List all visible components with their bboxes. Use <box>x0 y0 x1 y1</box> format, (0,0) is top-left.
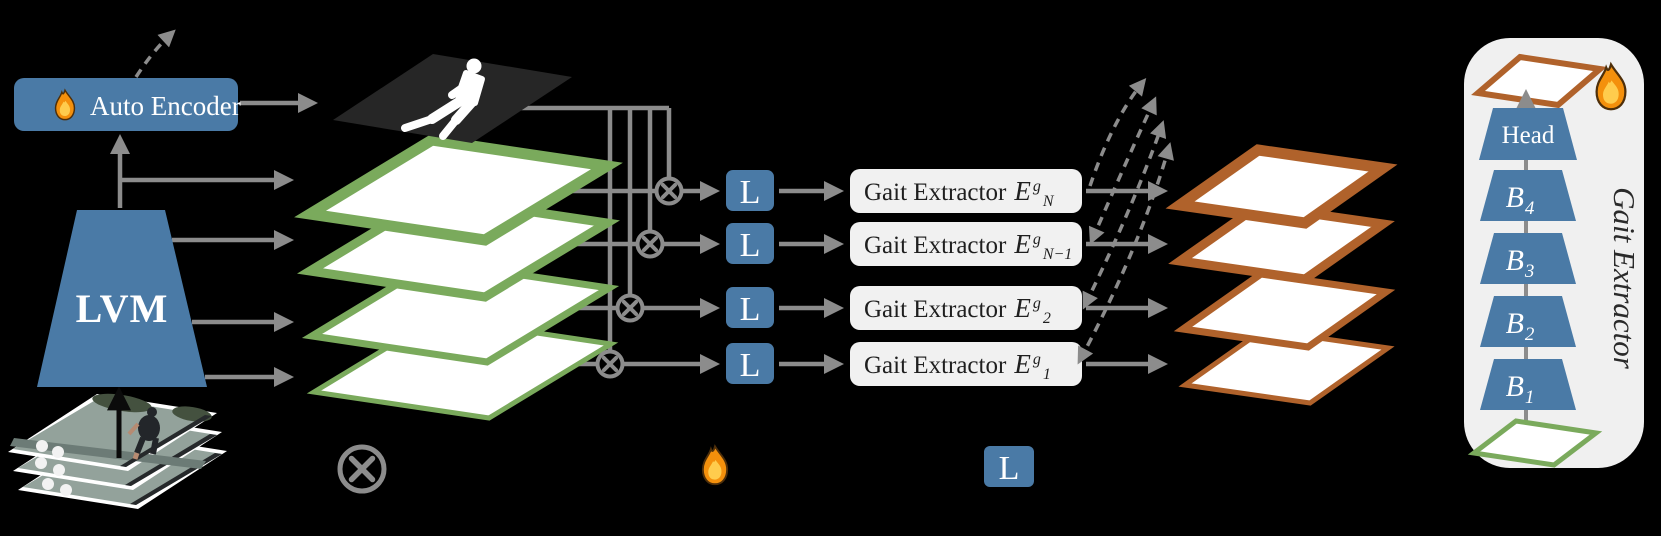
legend-l-label: L <box>999 450 1020 487</box>
svg-text:B3: B3 <box>1506 244 1535 282</box>
person-silhouette-icon <box>401 58 485 140</box>
multiply-icon-row4 <box>595 349 625 379</box>
l-block-label: L <box>740 227 761 264</box>
extractor-sup: g <box>1033 231 1041 248</box>
orange-feature-maps <box>1165 144 1398 406</box>
panel-block-b3: B3 <box>1480 233 1576 284</box>
feature-map-green-4 <box>306 315 619 421</box>
panel-head-label: Head <box>1502 122 1555 149</box>
feature-map-orange-3 <box>1173 270 1396 351</box>
svg-text:B4: B4 <box>1506 181 1535 219</box>
legend: L <box>337 444 1034 494</box>
panel-input-plane-green <box>1467 418 1603 468</box>
feature-map-green-3 <box>301 258 620 366</box>
svg-text:B1: B1 <box>1506 370 1535 408</box>
l-block-label: L <box>740 347 761 384</box>
block-letter: B <box>1506 307 1524 340</box>
dashed-arrow-row3 <box>1082 120 1167 310</box>
dashed-arrow-row1 <box>1088 78 1147 187</box>
green-feature-maps <box>294 134 623 421</box>
extractor-label: Gait Extractor <box>864 352 1007 379</box>
mask-plane <box>333 54 572 143</box>
auto-encoder-label: Auto Encoder <box>90 91 241 121</box>
dashed-arrow-row4 <box>1077 142 1174 365</box>
block-sub: 4 <box>1525 198 1535 219</box>
multiply-icon-row1 <box>654 176 684 206</box>
lvm-block: LVM <box>37 210 207 387</box>
l-block-2: L <box>726 223 774 264</box>
feature-map-green-2 <box>297 192 620 302</box>
svg-text:B2: B2 <box>1506 307 1535 345</box>
l-block-label: L <box>740 291 761 328</box>
l-block-label: L <box>740 174 761 211</box>
panel-title: Gait Extractor <box>1607 187 1642 370</box>
extractor-var: E <box>1013 176 1031 206</box>
extractor-var: E <box>1013 349 1031 379</box>
dashed-gradient-arrows <box>1077 78 1174 365</box>
l-block-4: L <box>726 343 774 384</box>
feature-map-orange-4 <box>1178 327 1395 406</box>
extractor-label: Gait Extractor <box>864 232 1007 259</box>
legend-multiply-icon <box>337 444 387 494</box>
extractor-sub: 1 <box>1043 366 1051 383</box>
feature-map-orange-1 <box>1165 144 1398 229</box>
multiply-icon-row2 <box>635 229 665 259</box>
panel-block-b1: B1 <box>1480 359 1576 410</box>
block-sub: 2 <box>1525 324 1535 345</box>
feature-map-orange-2 <box>1168 201 1395 284</box>
l-block-3: L <box>726 287 774 328</box>
panel-output-plane-orange <box>1471 53 1607 109</box>
legend-flame-icon <box>701 445 729 486</box>
panel-block-b4: B4 <box>1480 170 1576 221</box>
l-blocks: L L L L <box>726 170 774 384</box>
extractor-label: Gait Extractor <box>864 296 1007 323</box>
lvm-fanout-arrows <box>110 29 318 387</box>
extractor-sup: g <box>1033 351 1041 368</box>
block-letter: B <box>1506 181 1524 214</box>
l-block-1: L <box>726 170 774 211</box>
extractor-sub: 2 <box>1043 310 1051 327</box>
extractor-sup: g <box>1033 295 1041 312</box>
input-frames-stack <box>8 386 227 509</box>
extractor-sub: N−1 <box>1042 246 1072 263</box>
extractor-sup: g <box>1033 178 1041 195</box>
block-sub: 3 <box>1524 261 1535 282</box>
extractor-sub: N <box>1042 193 1055 210</box>
panel-head-block: Head <box>1479 108 1577 160</box>
panel-block-b2: B2 <box>1480 296 1576 347</box>
block-letter: B <box>1506 244 1524 277</box>
extractor-var: E <box>1013 293 1031 323</box>
auto-encoder-box: Auto Encoder <box>14 78 241 131</box>
lvm-shape <box>37 210 207 387</box>
lvm-label: LVM <box>76 286 169 331</box>
extractor-label: Gait Extractor <box>864 179 1007 206</box>
feature-map-green-1 <box>294 134 623 246</box>
frame-photo-1 <box>8 393 217 471</box>
l-to-extractor-arrows <box>779 181 844 374</box>
gait-extractor-panel: Head B4 B3 B2 B1 Gait Extractor <box>1464 38 1644 468</box>
legend-l-block: L <box>984 446 1034 487</box>
photo-person <box>36 407 160 460</box>
multiply-icon-row3 <box>615 293 645 323</box>
block-letter: B <box>1506 370 1524 403</box>
dashed-loss-arrow-autoencoder <box>134 29 176 78</box>
extractor-var: E <box>1013 229 1031 259</box>
block-sub: 1 <box>1525 387 1535 408</box>
